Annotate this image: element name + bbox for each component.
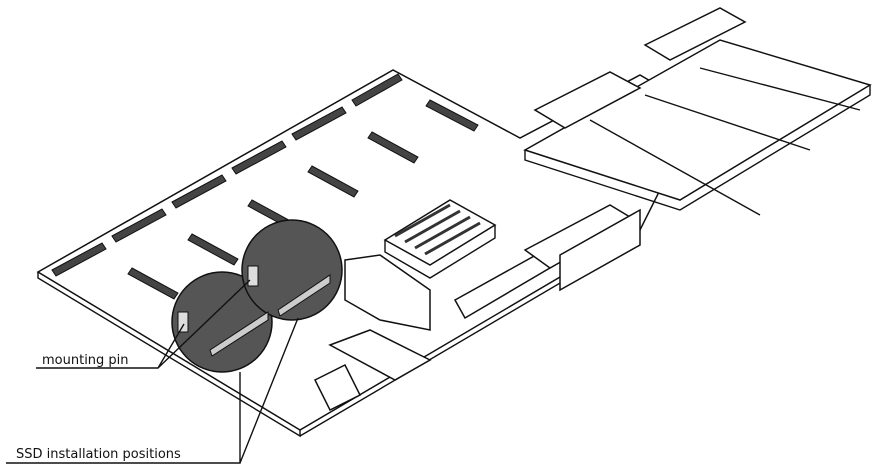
- ssd-position-2: [241, 219, 343, 321]
- callout-ssd-positions: SSD installation positions: [6, 317, 299, 464]
- heatsink: [383, 199, 497, 279]
- io-ports: [313, 254, 432, 412]
- ssd-position-highlights: [171, 219, 343, 373]
- ssd-positions-label: SSD installation positions: [16, 447, 181, 462]
- callout-mounting-pin: mounting pin: [36, 279, 251, 369]
- mounting-pin-1: [177, 311, 189, 333]
- expansion-cards: [453, 7, 872, 320]
- ssd-position-1: [171, 271, 273, 373]
- mounting-pin-2: [247, 265, 259, 287]
- mounting-pin-label: mounting pin: [42, 353, 129, 368]
